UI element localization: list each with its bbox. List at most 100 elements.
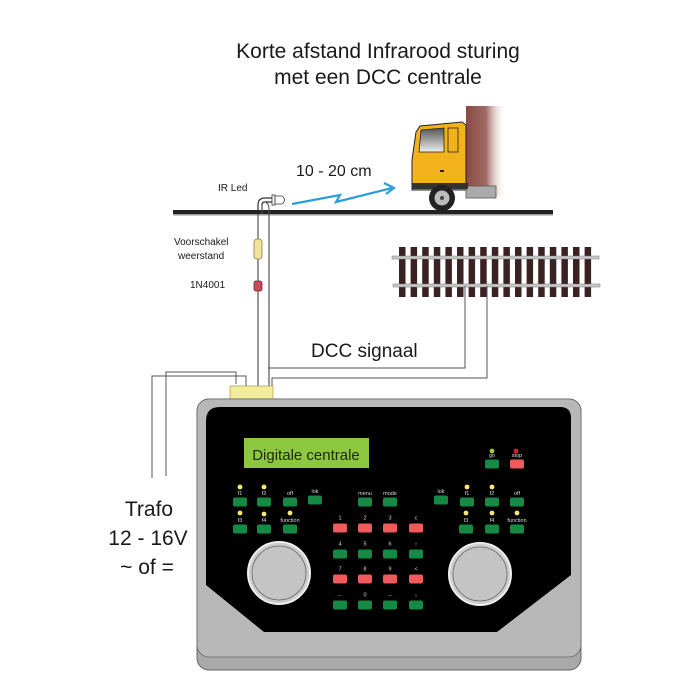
go-button-label: go xyxy=(489,453,495,459)
keypad-key-label: 0 xyxy=(363,593,366,599)
right-function-button-cap[interactable] xyxy=(510,524,524,534)
keypad-key-cap[interactable] xyxy=(358,523,372,533)
ir-beam xyxy=(291,186,393,206)
left-f1-led xyxy=(237,484,243,490)
keypad-key-cap[interactable] xyxy=(409,574,423,584)
right-f4-button-cap[interactable] xyxy=(485,524,499,534)
go-button[interactable]: go xyxy=(485,453,499,469)
left-f3-button[interactable]: f3 xyxy=(233,518,247,534)
keypad-key[interactable]: ↑ xyxy=(409,542,423,559)
track-sleeper xyxy=(422,247,429,297)
right-f1-button[interactable]: f1 xyxy=(460,491,474,507)
keypad-key-cap[interactable] xyxy=(383,574,397,584)
track-sleeper xyxy=(584,247,592,297)
left-function-button-cap[interactable] xyxy=(283,524,297,534)
keypad-key-label: c xyxy=(415,516,418,522)
left-f1-button-cap[interactable] xyxy=(233,497,247,507)
right-f3-button-label: f3 xyxy=(464,518,469,524)
stop-button[interactable]: stop xyxy=(510,453,524,469)
mode-button-label: mode xyxy=(383,491,397,497)
left-f4-button[interactable]: f4 xyxy=(257,518,271,534)
left-f1-button[interactable]: f1 xyxy=(233,491,247,507)
right-f1-led xyxy=(464,484,470,490)
keypad-key[interactable]: ↓ xyxy=(409,593,423,610)
right-function-button[interactable]: function xyxy=(507,518,527,534)
keypad-key[interactable]: 9 xyxy=(383,567,397,584)
mode-button-cap[interactable] xyxy=(383,497,397,507)
keypad-key-cap[interactable] xyxy=(383,523,397,533)
keypad-key[interactable]: 7 xyxy=(333,567,347,584)
menu-button[interactable]: menu xyxy=(358,491,372,507)
keypad-key-cap[interactable] xyxy=(409,523,423,533)
right-lok-button-label: lok xyxy=(437,489,444,495)
left-off-button[interactable]: off xyxy=(283,491,297,507)
track-sleeper xyxy=(433,247,441,297)
track xyxy=(391,247,601,297)
left-f3-led xyxy=(237,510,243,516)
right-f3-button[interactable]: f3 xyxy=(459,518,473,534)
keypad-key-cap[interactable] xyxy=(383,600,397,610)
right-f1-button-cap[interactable] xyxy=(460,497,474,507)
keypad-key[interactable]: 5 xyxy=(358,542,372,559)
right-f3-button-cap[interactable] xyxy=(459,524,473,534)
truck xyxy=(411,106,506,211)
left-lok-button-cap[interactable] xyxy=(308,495,322,505)
keypad-key-label: 1 xyxy=(338,516,341,522)
right-lok-button[interactable]: lok xyxy=(434,489,448,505)
keypad-key[interactable]: ← xyxy=(333,593,347,610)
keypad-key-cap[interactable] xyxy=(333,600,347,610)
menu-button-cap[interactable] xyxy=(358,497,372,507)
stop-button-cap[interactable] xyxy=(510,459,524,469)
keypad-key-cap[interactable] xyxy=(333,549,347,559)
right-f2-button[interactable]: f2 xyxy=(485,491,499,507)
keypad-key[interactable]: < xyxy=(409,567,423,584)
track-sleeper xyxy=(480,247,487,297)
keypad-key-label: 4 xyxy=(338,542,341,548)
right-off-button[interactable]: off xyxy=(510,491,524,507)
left-off-button-cap[interactable] xyxy=(283,497,297,507)
keypad-key-cap[interactable] xyxy=(358,600,372,610)
keypad-key-cap[interactable] xyxy=(383,549,397,559)
left-f2-button-cap[interactable] xyxy=(257,497,271,507)
track-rail xyxy=(392,283,601,288)
keypad-key-cap[interactable] xyxy=(409,600,423,610)
keypad-key[interactable]: 4 xyxy=(333,542,347,559)
right-f4-button[interactable]: f4 xyxy=(485,518,499,534)
keypad-key[interactable]: 3 xyxy=(383,516,397,533)
right-f2-button-cap[interactable] xyxy=(485,497,499,507)
left-f4-button-cap[interactable] xyxy=(257,524,271,534)
track-sleeper xyxy=(468,247,476,297)
resistor xyxy=(253,238,263,260)
keypad-key[interactable]: 2 xyxy=(358,516,372,533)
left-function-button[interactable]: function xyxy=(280,518,300,534)
go-button-cap[interactable] xyxy=(485,459,499,469)
right-f2-button-label: f2 xyxy=(490,491,495,497)
track-sleeper xyxy=(561,247,568,297)
resistor-label-line2: weerstand xyxy=(177,251,224,262)
display-text: Digitale centrale xyxy=(252,447,360,464)
keypad-key[interactable]: 0 xyxy=(358,593,372,610)
right-off-button-cap[interactable] xyxy=(510,497,524,507)
left-f4-button-label: f4 xyxy=(262,518,267,524)
keypad-key[interactable]: → xyxy=(383,593,397,610)
keypad-key[interactable]: c xyxy=(409,516,423,533)
keypad-key[interactable]: 6 xyxy=(383,542,397,559)
left-lok-button[interactable]: lok xyxy=(308,489,322,505)
keypad-key[interactable]: 1 xyxy=(333,516,347,533)
left-f2-button[interactable]: f2 xyxy=(257,491,271,507)
connector xyxy=(229,385,274,400)
keypad-key-cap[interactable] xyxy=(409,549,423,559)
keypad-key-label: 5 xyxy=(363,542,366,548)
keypad-key-cap[interactable] xyxy=(333,523,347,533)
right-function-button-label: function xyxy=(507,518,526,524)
keypad-key[interactable]: 8 xyxy=(358,567,372,584)
left-f3-button-cap[interactable] xyxy=(233,524,247,534)
keypad-key-cap[interactable] xyxy=(333,574,347,584)
keypad-key-cap[interactable] xyxy=(358,574,372,584)
keypad-key-cap[interactable] xyxy=(358,549,372,559)
keypad-key-label: 8 xyxy=(363,567,366,573)
mode-button[interactable]: mode xyxy=(383,491,397,507)
left-lok-button-label: lok xyxy=(311,489,318,495)
track-sleeper xyxy=(399,247,406,297)
right-lok-button-cap[interactable] xyxy=(434,495,448,505)
